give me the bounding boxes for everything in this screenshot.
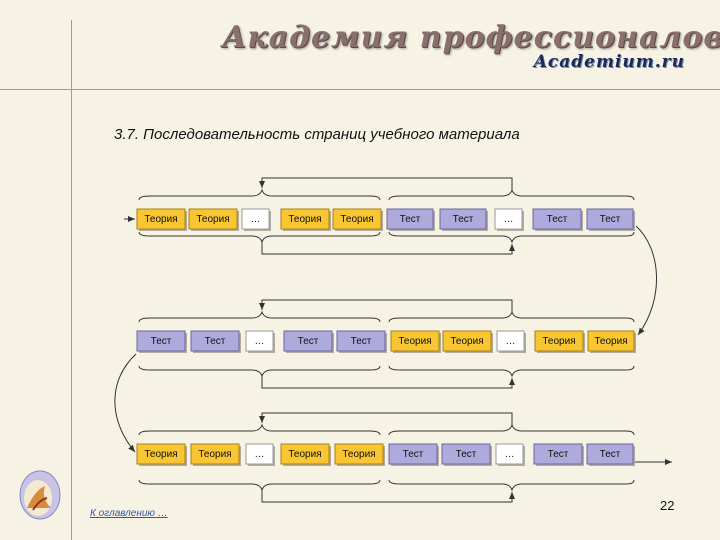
row3-box8-label: … [505,449,515,460]
row3-loop-bottom [261,490,515,503]
row3-brace-top-left [138,423,381,436]
row2-box10-label: Теория [594,336,627,347]
row3-box9-test [533,443,583,465]
row2-box3-label: … [255,336,265,347]
row3-box6-test [388,443,438,465]
row3-box1-label: Теория [144,449,177,460]
row2-box2-test [190,330,240,352]
row2-box9-label: Теория [542,336,575,347]
row1-box5-label: Теория [340,214,373,225]
row3-brace-bottom-right [388,479,635,492]
row3-box2-label: Теория [198,449,231,460]
row2-box7-label: Теория [450,336,483,347]
row3-box7-test [441,443,491,465]
row1-box3-label: … [251,214,261,225]
row1-box10-label: Тест [600,214,621,225]
row3-box8-dots [495,443,524,465]
row2-box5-label: Тест [351,336,372,347]
row2-box4-test [283,330,333,352]
table-of-contents-link[interactable]: К оглавлению … [90,508,168,519]
row2-box6-theory [390,330,440,352]
row1-box9-test [532,208,582,230]
row3-box4-theory [280,443,330,465]
row1-box9-label: Тест [547,214,568,225]
row2-box9-theory [534,330,584,352]
row1-box6-label: Тест [400,214,421,225]
row1-to-row2-connector [635,225,657,336]
row3-box6-label: Тест [403,449,424,460]
row3-box2-theory [190,443,240,465]
slide-heading: 3.7. Последовательность страниц учебного… [114,126,520,143]
row3-box5-theory [334,443,384,465]
row2-box5-test [336,330,386,352]
row1-box2-label: Теория [196,214,229,225]
row3-box10-test [586,443,634,465]
row1-box8-label: … [504,214,514,225]
row1-brace-top-left [138,188,381,201]
row2-box4-label: Тест [298,336,319,347]
site-subtitle: Academium.ru [533,52,685,72]
logo-icon [19,470,61,520]
row3-box9-label: Тест [548,449,569,460]
row2-box6-label: Теория [398,336,431,347]
row1-box4-theory [280,208,330,230]
row2-brace-top-right [388,310,635,323]
row1-loop-top [259,177,513,190]
row3-box7-label: Тест [456,449,477,460]
row3-box1-theory [136,443,186,465]
row3-box3-label: … [255,449,265,460]
vertical-rule [71,20,72,540]
row1-loop-bottom [261,242,515,255]
row2-brace-bottom-left [138,365,381,378]
row2-box8-label: … [506,336,516,347]
row1-box6-test [386,208,434,230]
row1-box1-theory [136,208,186,230]
row1-box10-test [586,208,634,230]
row1-box7-test [439,208,487,230]
row2-box3-dots [245,330,274,352]
row2-box8-dots [496,330,525,352]
row1-brace-bottom-right [388,231,635,244]
row1-box3-dots [241,208,270,230]
row2-brace-bottom-right [388,365,635,378]
row2-loop-bottom [261,376,515,389]
row2-box1-test [136,330,186,352]
row1-box2-theory [188,208,238,230]
row1-brace-bottom-left [138,231,381,244]
row3-brace-top-right [388,423,635,436]
horizontal-rule [0,89,720,90]
row3-box4-label: Теория [288,449,321,460]
row3-box5-label: Теория [342,449,375,460]
row3-box10-label: Тест [600,449,621,460]
row2-box10-theory [587,330,635,352]
row2-brace-top-left [138,310,381,323]
row2-to-row3-connector [114,353,137,453]
row2-loop-top [259,299,513,312]
row2-box2-label: Тест [205,336,226,347]
page-number: 22 [660,498,675,513]
row1-box7-label: Тест [453,214,474,225]
row1-box4-label: Теория [288,214,321,225]
row2-box7-theory [442,330,492,352]
row2-box1-label: Тест [151,336,172,347]
row3-loop-top [259,412,513,425]
row3-box3-dots [245,443,274,465]
row1-box5-theory [332,208,382,230]
row1-box8-dots [494,208,523,230]
site-title: Академия профессионалов [222,20,720,55]
row3-brace-bottom-left [138,479,381,492]
row1-box1-label: Теория [144,214,177,225]
row1-brace-top-right [388,188,635,201]
